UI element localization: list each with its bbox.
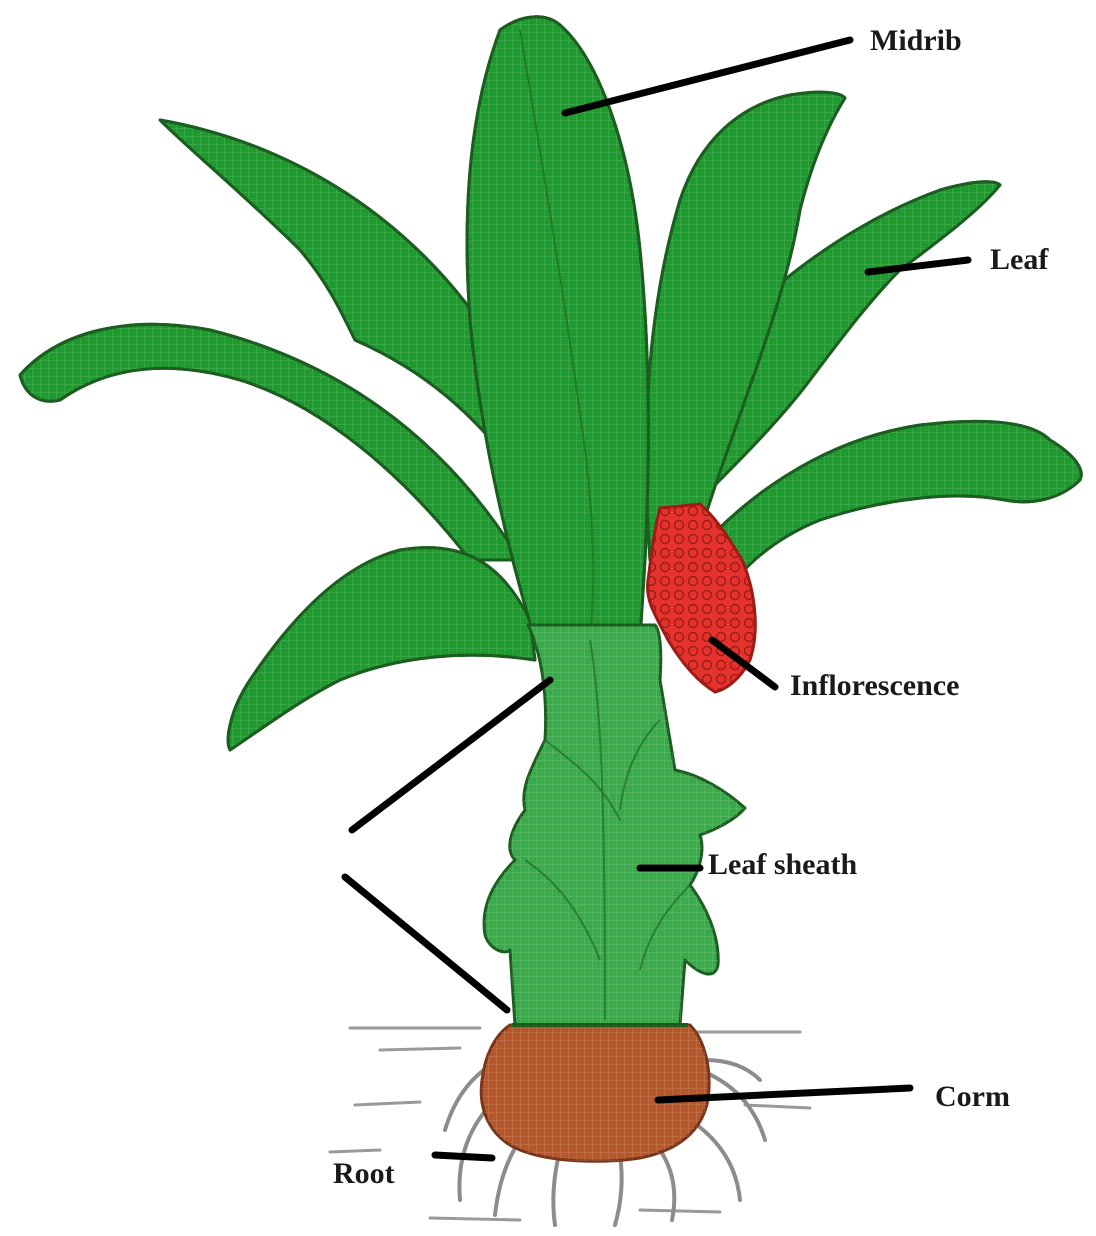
root-leader: [435, 1155, 492, 1158]
leaf-sheath-leader-lower: [345, 877, 507, 1010]
corm: [481, 1025, 709, 1161]
label-leaf-sheath: Leaf sheath: [708, 848, 857, 881]
label-midrib: Midrib: [870, 24, 962, 57]
label-corm: Corm: [935, 1080, 1010, 1113]
label-inflorescence: Inflorescence: [790, 669, 959, 702]
leaf-sheath-leader-upper: [352, 680, 550, 830]
label-leaf: Leaf: [990, 243, 1049, 276]
label-root: Root: [333, 1157, 395, 1190]
